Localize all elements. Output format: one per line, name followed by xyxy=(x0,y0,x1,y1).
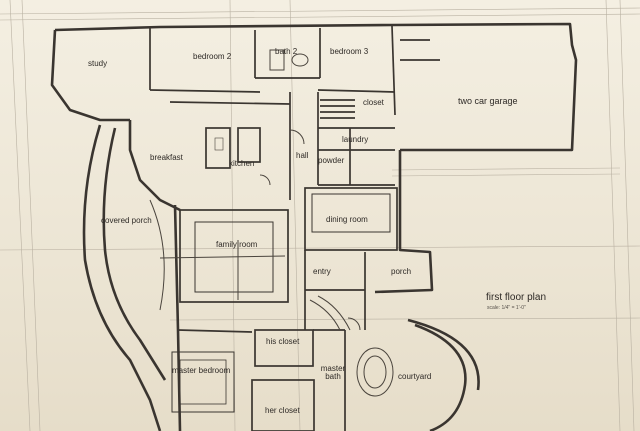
room-label-bedroom-3: bedroom 3 xyxy=(330,47,369,56)
room-label-laundry: laundry xyxy=(342,135,369,144)
room-label-bedroom-2: bedroom 2 xyxy=(193,52,232,61)
interior-walls xyxy=(149,25,440,431)
room-label-master-bedroom: master bedroom xyxy=(172,366,231,375)
drawing-title: first floor plan xyxy=(486,292,547,303)
room-label-his-closet: his closet xyxy=(266,337,300,346)
room-label-family-room: family room xyxy=(216,240,258,249)
room-label-garage: two car garage xyxy=(458,96,518,106)
drawing-scale-note: scale: 1/4" = 1'-0" xyxy=(487,305,526,311)
room-label-closet: closet xyxy=(363,98,384,107)
room-label-entry: entry xyxy=(313,267,331,276)
room-label-master-bath: master bath xyxy=(320,364,346,381)
room-label-breakfast: breakfast xyxy=(150,153,183,162)
room-label-powder: powder xyxy=(318,156,345,165)
fixtures xyxy=(149,49,394,397)
exterior-walls xyxy=(50,22,578,431)
room-label-porch: porch xyxy=(391,267,412,276)
room-label-kitchen: kitchen xyxy=(229,159,255,168)
room-label-study: study xyxy=(88,59,108,68)
room-label-courtyard: courtyard xyxy=(398,372,432,381)
room-label-bath-2: bath 2 xyxy=(275,47,298,56)
room-label-covered-porch: covered porch xyxy=(101,216,152,225)
room-label-dining-room: dining room xyxy=(326,215,368,224)
room-label-her-closet: her closet xyxy=(265,406,300,415)
room-label-hall: hall xyxy=(296,151,309,160)
